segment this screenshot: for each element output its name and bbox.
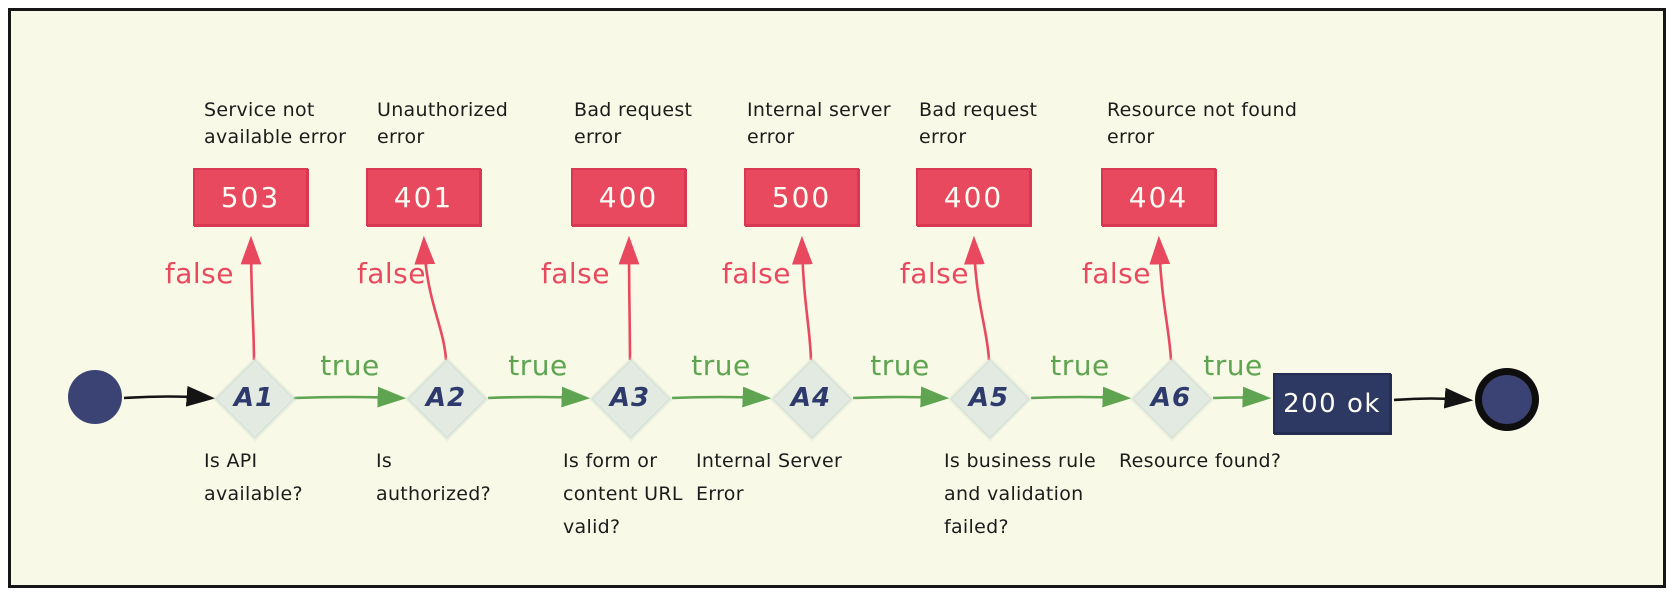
decision-diamond: A4 <box>772 359 852 439</box>
false-edge-label: false <box>164 257 234 290</box>
arrow-true-a1-a2 <box>293 386 407 408</box>
decision-diamond: A2 <box>407 359 487 439</box>
question-label: Resource found? <box>1119 450 1282 472</box>
question-label: Is authorized? <box>376 450 491 505</box>
error-title-label: Bad request error <box>919 99 1038 148</box>
arrow-false-a5 <box>963 235 991 361</box>
error-code-text: 503 <box>220 180 281 214</box>
decision-diamond: A5 <box>950 359 1030 439</box>
true-edge-label: true <box>508 349 568 382</box>
error-code-text: 400 <box>598 180 659 214</box>
arrow-false-a6 <box>1149 235 1173 361</box>
decision-label: A2 <box>425 383 467 413</box>
arrow-start-to-a1 <box>123 385 216 407</box>
error-title-label: Service not available error <box>204 99 347 148</box>
decision-diamond: A1 <box>215 359 295 439</box>
arrow-true-a5-a6 <box>1030 386 1132 408</box>
error-title-label: Bad request error <box>574 99 693 148</box>
false-edge-label: false <box>721 257 791 290</box>
arrow-false-a4 <box>791 235 813 361</box>
end-node <box>1475 368 1539 431</box>
start-node <box>68 370 122 424</box>
error-code-box: 400 <box>916 168 1031 226</box>
arrow-false-a2 <box>414 235 448 361</box>
question-label: Is business rule and validation failed? <box>944 450 1097 538</box>
true-edge-label: true <box>320 349 380 382</box>
arrow-true-a3-a4 <box>671 386 772 408</box>
true-edge-label: true <box>870 349 930 382</box>
arrow-true-a6-success <box>1212 386 1272 408</box>
decision-label: A1 <box>233 383 275 413</box>
arrow-true-a4-a5 <box>852 386 950 408</box>
false-edge-label: false <box>356 257 426 290</box>
decision-diamond: A3 <box>591 359 671 439</box>
error-code-box: 500 <box>744 168 859 226</box>
question-label: Internal Server Error <box>696 450 843 505</box>
success-label: 200 ok <box>1283 388 1381 419</box>
error-code-box: 400 <box>571 168 686 226</box>
decision-label: A5 <box>968 383 1010 413</box>
true-edge-label: true <box>1050 349 1110 382</box>
arrow-success-to-end <box>1393 387 1474 409</box>
error-title-label: Unauthorized error <box>377 99 509 148</box>
error-code-box: 404 <box>1101 168 1216 226</box>
decision-diamond: A6 <box>1132 359 1212 439</box>
arrow-false-a1 <box>240 235 262 361</box>
true-edge-label: true <box>691 349 751 382</box>
question-label: Is form or content URL valid? <box>563 450 683 538</box>
arrow-true-a2-a3 <box>487 386 591 408</box>
error-code-text: 500 <box>771 180 832 214</box>
true-edge-label: true <box>1203 349 1263 382</box>
error-code-text: 400 <box>943 180 1004 214</box>
question-label: Is API available? <box>204 450 303 505</box>
error-code-text: 404 <box>1128 180 1189 214</box>
error-title-label: Resource not found error <box>1107 99 1298 148</box>
success-box: 200 ok <box>1273 373 1391 434</box>
decision-label: A3 <box>609 383 651 413</box>
diagram-frame: Service not available error 503 false A1… <box>8 8 1666 588</box>
decision-label: A6 <box>1150 383 1192 413</box>
false-edge-label: false <box>540 257 610 290</box>
arrow-false-a3 <box>618 235 640 361</box>
decision-label: A4 <box>790 383 832 413</box>
error-code-box: 401 <box>366 168 481 226</box>
false-edge-label: false <box>1081 257 1151 290</box>
error-code-text: 401 <box>393 180 454 214</box>
error-code-box: 503 <box>193 168 308 226</box>
error-title-label: Internal server error <box>747 99 891 148</box>
false-edge-label: false <box>899 257 969 290</box>
